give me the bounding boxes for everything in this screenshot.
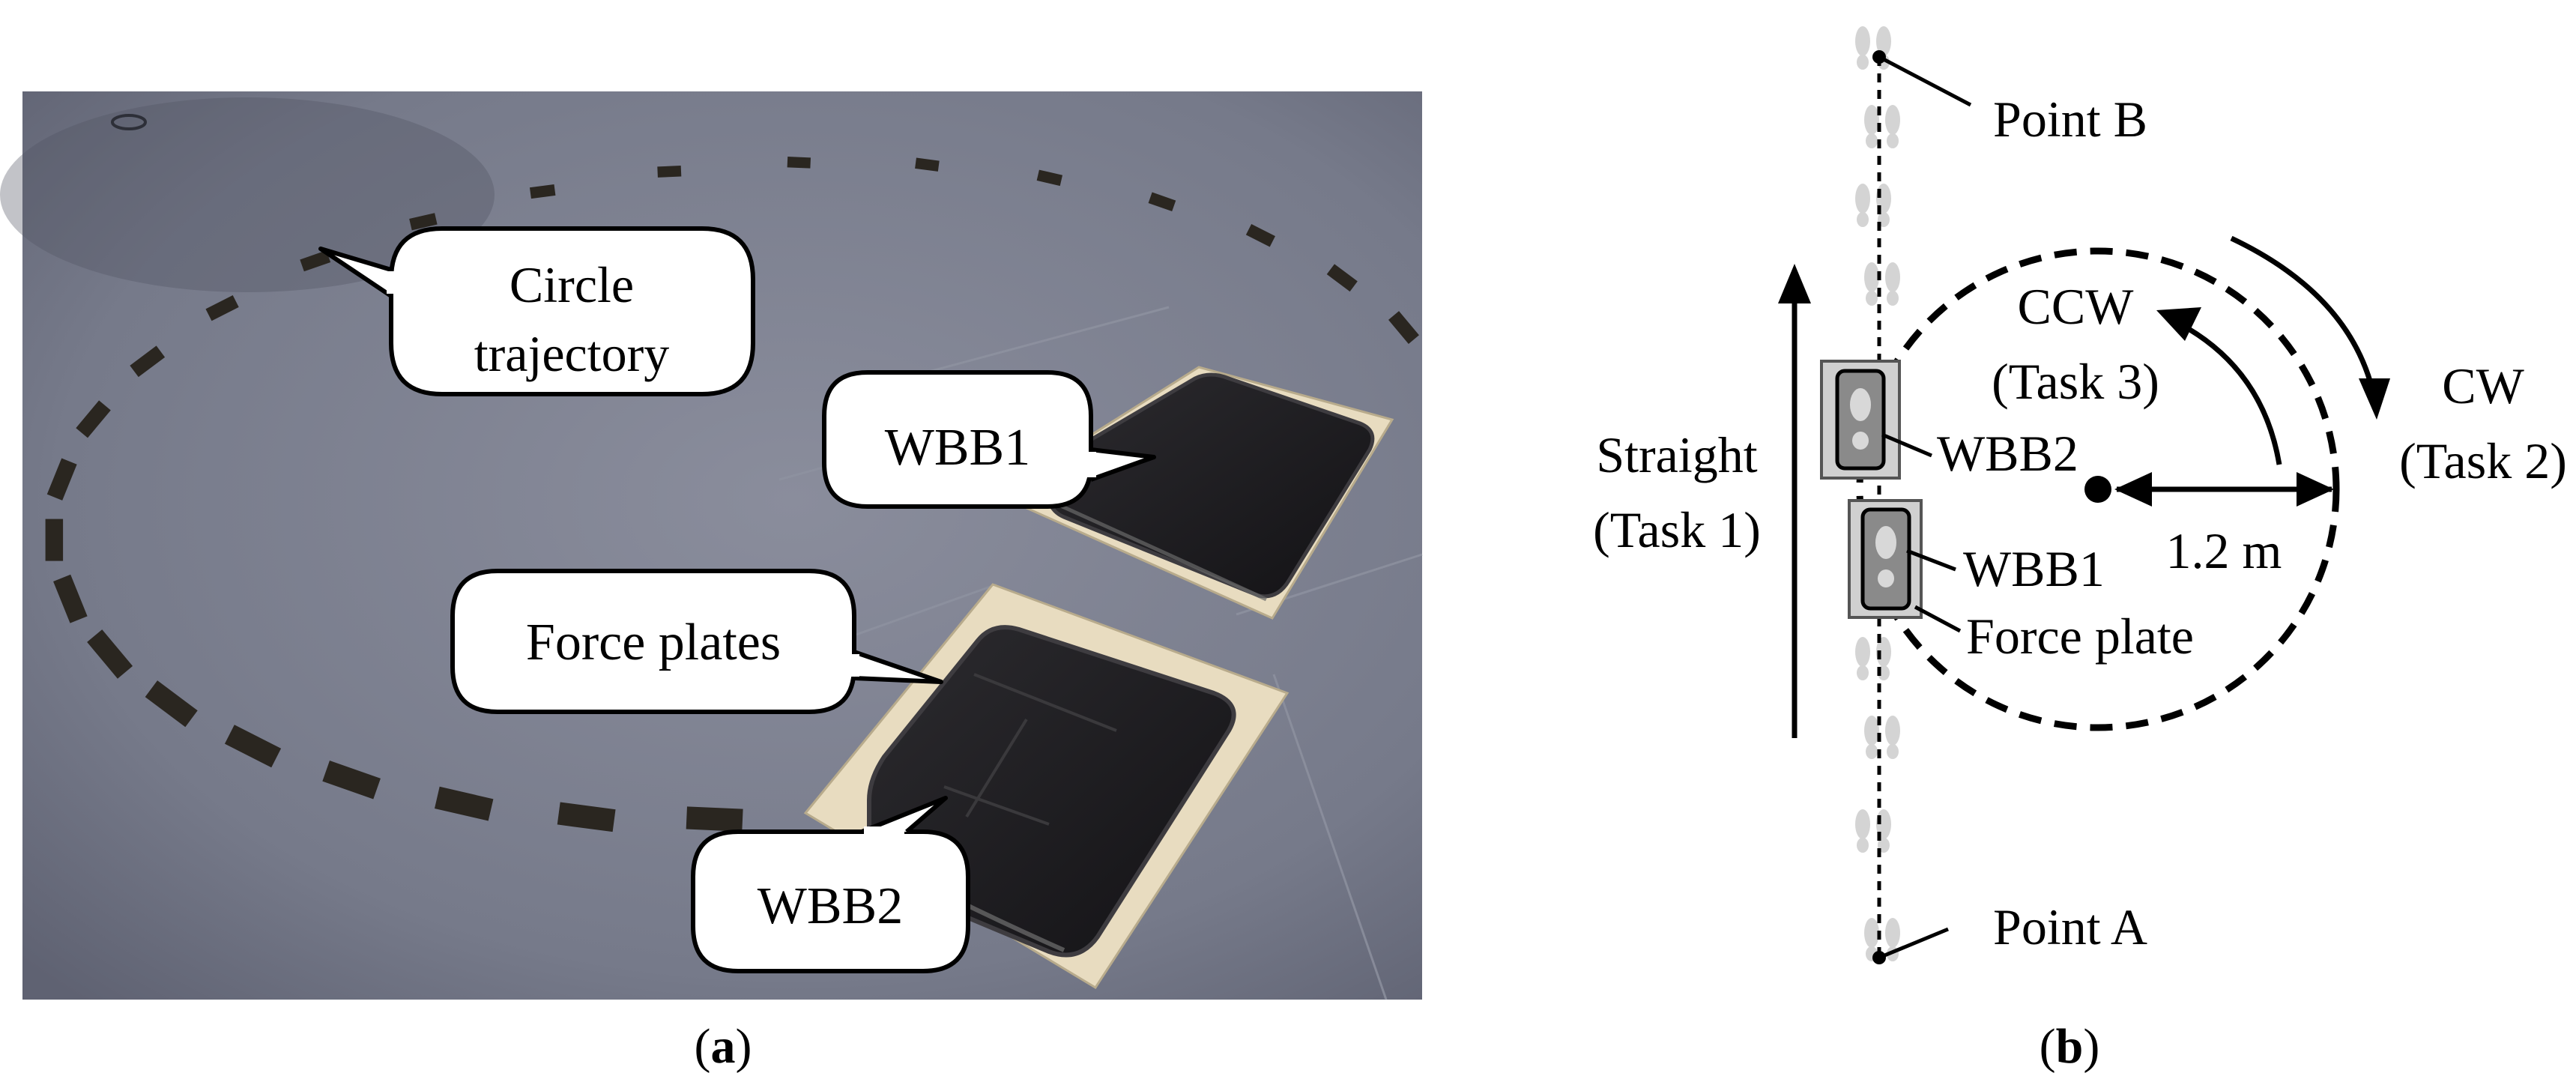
tape-segment [409,213,438,231]
tape-segment [915,157,940,172]
callout-force-plates: Force plates [450,569,943,714]
straight-label: Straight [1596,426,1757,483]
callout-wbb1: WBB1 [822,370,1156,509]
footprint-icon [1855,26,1891,70]
wbb1-leader [1906,548,1956,572]
tape-segment [686,806,743,832]
panel-a-letter: a [711,1019,736,1074]
radius-arrowhead-right [2297,472,2334,507]
cw-arrow [2230,235,2374,387]
force-plate-label: Force plate [1966,608,2194,665]
floor-mark [111,114,147,130]
task1-label: (Task 1) [1593,501,1761,558]
tape-segment [87,629,133,679]
point-b-leader [1878,55,1972,107]
circle-center [2084,476,2111,503]
radius-arrowhead-left [2114,472,2152,507]
tape-segment [224,725,282,768]
callout-circle-trajectory: Circle trajectory [318,226,755,396]
foot-icon [1850,388,1871,421]
circle-trajectory-tape [45,157,1419,832]
callout-force-plates-label: Force plates [526,614,781,671]
ccw-arrowhead [2156,307,2201,341]
point-b-label: Point B [1993,91,2147,148]
carpet-shadow [0,97,495,292]
wbb2-leader [1881,432,1932,458]
tape-segment [45,519,64,561]
tape-segment [434,786,494,821]
tape-segment [1148,192,1176,212]
panel-b-letter: b [2056,1019,2084,1074]
footprint-icon [1864,105,1900,148]
tape-segment [300,250,331,272]
footprint-icon [1855,637,1891,680]
point-a-label: Point A [1993,898,2147,955]
force-plate-wbb1 [994,366,1394,620]
callout-wbb1-label: WBB1 [885,419,1030,477]
callout-wbb2-label: WBB2 [758,877,903,935]
tape-segment [46,458,77,501]
foot-icon [1852,432,1869,450]
tape-segment [130,345,166,378]
tape-segment [76,400,111,438]
callout-wbb2: WBB2 [691,796,970,973]
task3-label: (Task 3) [1992,353,2159,410]
callout-circle-line2: trajectory [474,325,670,382]
callout-circle-line1: Circle [510,256,634,313]
cw-label: CW [2442,357,2524,414]
tape-segment [205,294,239,321]
tape-segment [657,166,682,178]
tape-segment [787,157,811,169]
footprint-icon [1864,716,1900,759]
wbb2-device [1820,360,1901,480]
tape-segment [1388,311,1419,345]
point-a-leader [1878,927,1949,960]
tape-segment [145,680,198,728]
tape-segment [322,761,381,800]
footprint-icon [1855,184,1891,227]
tape-segment [557,802,616,832]
tape-segment [1036,169,1063,187]
footprint-icon [1855,809,1891,853]
radius-label: 1.2 m [2166,522,2282,579]
tape-segment [1326,264,1358,292]
panel-b-caption: (b) [2040,1019,2100,1074]
ccw-label: CCW [2018,278,2135,335]
panel-a: Circle trajectory WBB1 Force plates WBB2… [0,91,1423,1074]
foot-icon [1875,526,1896,559]
tape-segment [529,184,556,199]
ccw-arrow [2175,319,2282,465]
tape-segment [1245,223,1275,247]
cw-arrowhead [2359,378,2390,420]
footprint-icon [1864,262,1900,306]
wbb2-label: WBB2 [1937,425,2078,482]
wbb1-device [1848,499,1923,619]
tape-segment [53,574,88,623]
panel-a-caption: (a) [695,1019,752,1074]
straight-arrowhead [1778,264,1811,303]
task2-label: (Task 2) [2399,432,2567,489]
force-plate-leader [1914,605,1962,633]
foot-icon [1878,569,1894,587]
panel-b: Point B Point A Straight (Task 1) 1.2 m … [1593,26,2567,1074]
wbb1-label: WBB1 [1963,540,2105,597]
